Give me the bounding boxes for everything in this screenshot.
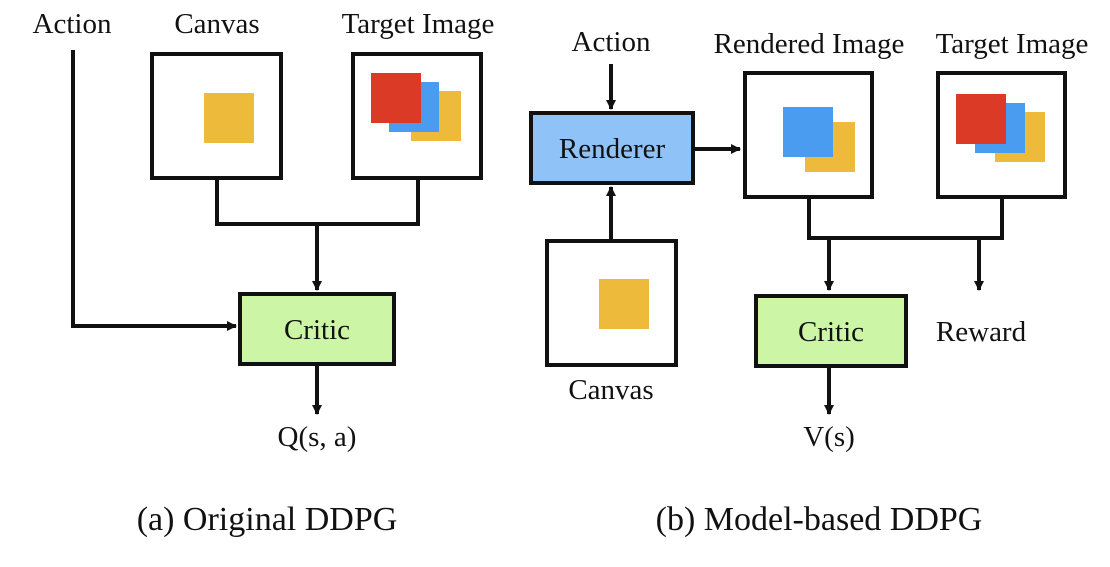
caption-original-ddpg: (a) Original DDPG [137, 501, 398, 538]
caption-model-based-ddpg: (b) Model-based DDPG [656, 501, 983, 538]
target-image-label-right: Target Image [936, 28, 1089, 60]
yellow-square [204, 93, 254, 143]
yellow-square [599, 279, 649, 329]
action-label-right: Action [572, 26, 651, 58]
q-value-label: Q(s, a) [278, 421, 357, 453]
renderer-label: Renderer [559, 133, 666, 165]
critic-label-right: Critic [798, 316, 864, 348]
critic-label-left: Critic [284, 314, 350, 346]
red-square [371, 73, 421, 123]
action-arrow-left [71, 50, 237, 331]
panel-model-based-ddpg: Action Renderer Canvas Rendered Image Ta… [529, 26, 1089, 538]
rendered-image-label: Rendered Image [714, 28, 905, 60]
red-square [956, 94, 1006, 144]
blue-square [783, 107, 833, 157]
action-label-left: Action [33, 8, 112, 40]
v-value-label: V(s) [803, 421, 855, 453]
merge-connector-right [807, 199, 1004, 240]
reward-label: Reward [936, 316, 1027, 348]
canvas-label-left: Canvas [174, 8, 259, 40]
panel-original-ddpg: Action Canvas Target Image Critic Q(s, a… [33, 8, 495, 538]
target-image-label-left: Target Image [342, 8, 495, 40]
merge-connector-left [215, 180, 420, 226]
renderer-box [529, 111, 695, 185]
canvas-label-right: Canvas [568, 374, 653, 406]
critic-box-left [238, 292, 396, 366]
